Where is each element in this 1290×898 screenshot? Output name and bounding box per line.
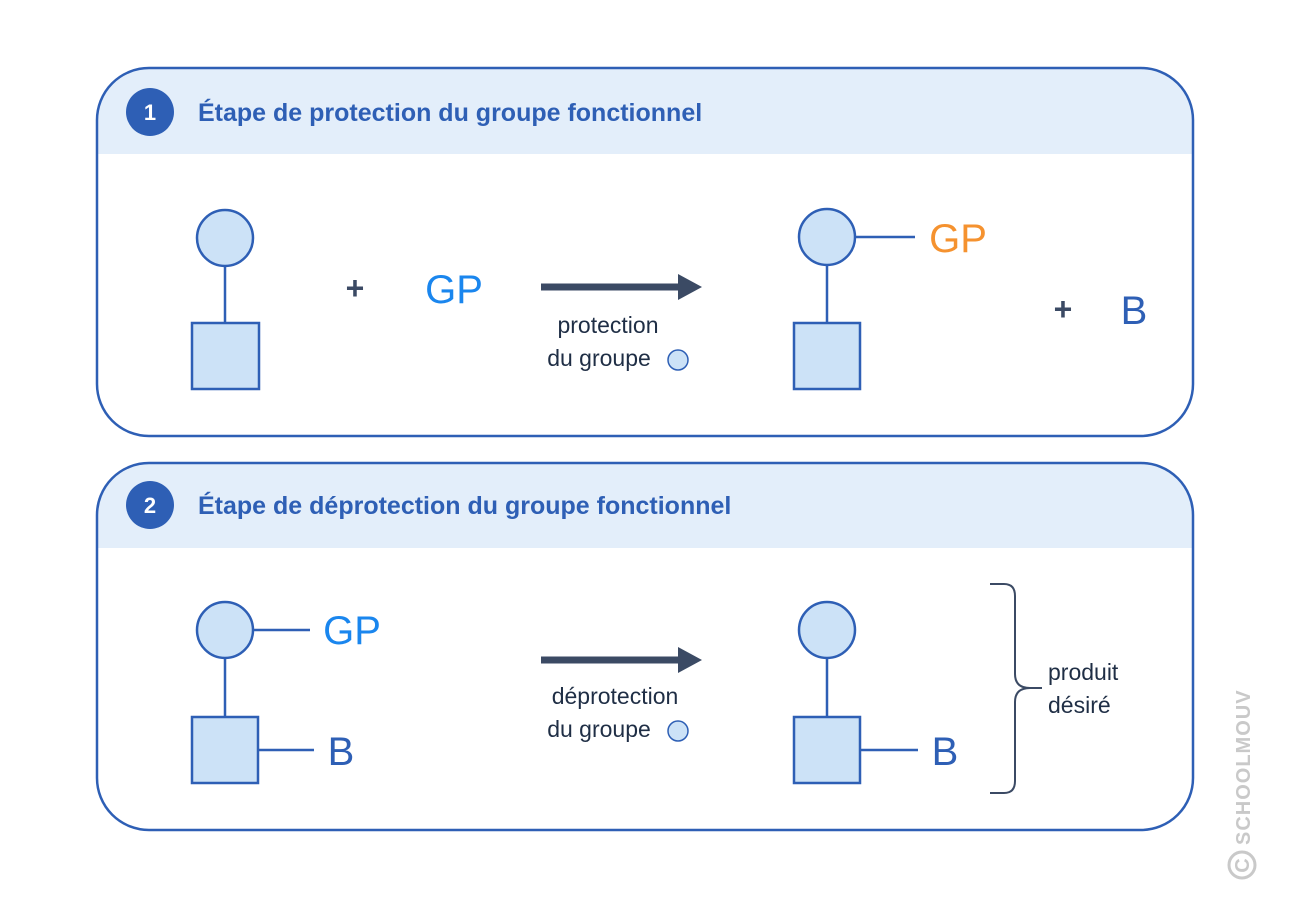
copyright-icon bbox=[1227, 850, 1257, 880]
step2-reactant-gp: GP bbox=[323, 609, 381, 653]
step2-product-b: B bbox=[932, 730, 959, 774]
molecule-body-square-icon bbox=[190, 321, 261, 391]
small-group-circle-icon bbox=[667, 720, 689, 742]
functional-group-circle-icon bbox=[797, 600, 857, 660]
step1-badge-number: 1 bbox=[144, 100, 156, 125]
step2-badge-number: 2 bbox=[144, 493, 156, 518]
step2-reactant-molecule bbox=[190, 600, 314, 785]
step2-product-molecule bbox=[792, 600, 918, 785]
step1-product-molecule bbox=[792, 207, 915, 391]
functional-group-circle-icon bbox=[797, 207, 857, 267]
arrow-head-icon bbox=[678, 647, 702, 673]
step1-reagent-gp: GP bbox=[425, 268, 483, 312]
step1-plus-sign: + bbox=[346, 270, 365, 306]
brace-label-line2: désiré bbox=[1048, 692, 1111, 718]
watermark-text: SCHOOLMOUV bbox=[1233, 689, 1255, 845]
brace-label-line1: produit bbox=[1048, 659, 1119, 685]
functional-group-circle-icon bbox=[195, 208, 255, 268]
step2-reactant-b: B bbox=[328, 730, 355, 774]
step1-arrow-caption-line2: du groupe bbox=[547, 345, 651, 371]
molecule-body-square-icon bbox=[792, 715, 862, 785]
step1-panel-border bbox=[95, 66, 1195, 438]
step1-header-band bbox=[97, 68, 1193, 154]
step2-reaction-arrow bbox=[541, 647, 702, 673]
step1-byproduct-b: B bbox=[1121, 289, 1148, 333]
step2-panel-border bbox=[95, 461, 1195, 832]
step1-title: Étape de protection du groupe fonctionne… bbox=[198, 98, 702, 127]
small-group-circle-icon bbox=[667, 349, 689, 371]
functional-group-circle-icon bbox=[195, 600, 255, 660]
step2-panel: 2 Étape de déprotection du groupe foncti… bbox=[95, 461, 1195, 832]
step1-reaction-arrow bbox=[541, 274, 702, 300]
step2-header-band bbox=[97, 463, 1193, 548]
molecule-body-square-icon bbox=[792, 321, 862, 391]
step2-arrow-caption-line1: déprotection bbox=[552, 683, 679, 709]
molecule-body-square-icon bbox=[190, 715, 260, 785]
copyright-symbol: C bbox=[1232, 857, 1254, 872]
watermark: C SCHOOLMOUV bbox=[1227, 689, 1257, 880]
step1-panel: 1 Étape de protection du groupe fonction… bbox=[95, 66, 1195, 438]
step1-product-gp: GP bbox=[929, 217, 987, 261]
step2-panel-bg bbox=[97, 463, 1193, 830]
step1-byproduct-plus: + bbox=[1054, 291, 1073, 327]
step1-reactant-molecule bbox=[190, 208, 261, 391]
step1-badge bbox=[126, 88, 174, 136]
arrow-head-icon bbox=[678, 274, 702, 300]
curly-brace-icon bbox=[990, 583, 1042, 794]
step1-arrow-caption-line1: protection bbox=[557, 312, 658, 338]
step2-badge bbox=[126, 481, 174, 529]
step2-title: Étape de déprotection du groupe fonction… bbox=[198, 491, 731, 520]
step1-panel-bg bbox=[97, 68, 1193, 436]
step2-arrow-caption-line2: du groupe bbox=[547, 716, 651, 742]
